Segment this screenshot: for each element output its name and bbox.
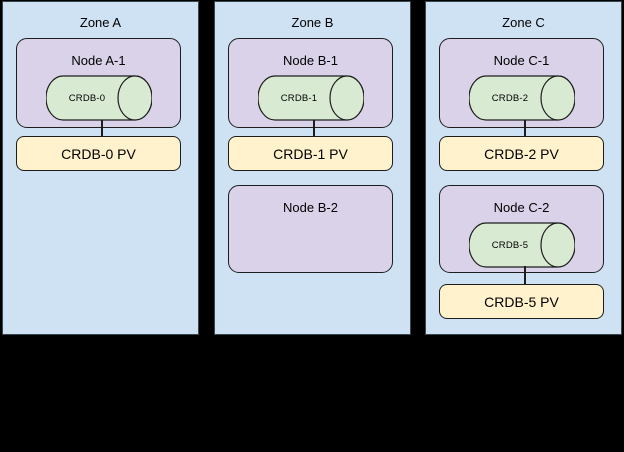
zone-b-container: Zone B Node B-1 CRDB-1 CRDB-1 PV Node B-… xyxy=(214,1,411,335)
node-title: Node A-1 xyxy=(71,53,126,68)
connector-line xyxy=(524,120,526,137)
pv-box: CRDB-2 PV xyxy=(439,136,604,171)
database-cylinder-icon: CRDB-5 xyxy=(469,222,575,268)
pv-label: CRDB-5 PV xyxy=(484,293,559,310)
pv-box: CRDB-5 PV xyxy=(439,284,604,319)
node-b2: Node B-2 xyxy=(228,185,393,273)
connector-line xyxy=(524,266,526,285)
database-cylinder-icon: CRDB-0 xyxy=(46,75,152,121)
database-label: CRDB-1 xyxy=(280,92,318,104)
node-c1: Node C-1 CRDB-2 xyxy=(439,38,604,128)
node-title: Node C-1 xyxy=(493,53,550,68)
pv-label: CRDB-2 PV xyxy=(484,145,559,162)
zone-title: Zone A xyxy=(79,15,122,30)
database-label: CRDB-2 xyxy=(491,92,529,104)
database-label: CRDB-0 xyxy=(68,92,106,104)
node-title: Node B-1 xyxy=(283,53,338,68)
zone-title: Zone B xyxy=(291,15,334,30)
node-c2: Node C-2 CRDB-5 xyxy=(439,185,604,273)
node-title: Node C-2 xyxy=(493,200,550,215)
connector-line xyxy=(313,120,315,137)
pv-label: CRDB-0 PV xyxy=(61,145,136,162)
node-b1: Node B-1 CRDB-1 xyxy=(228,38,393,128)
zone-c-container: Zone C Node C-1 CRDB-2 CRDB-2 PV Node C-… xyxy=(425,1,622,335)
zone-title: Zone C xyxy=(502,15,545,30)
node-title: Node B-2 xyxy=(283,200,338,215)
node-a1: Node A-1 CRDB-0 xyxy=(16,38,181,128)
database-cylinder-icon: CRDB-2 xyxy=(469,75,575,121)
zone-a-container: Zone A Node A-1 CRDB-0 CRDB-0 PV xyxy=(2,1,199,335)
database-cylinder-icon: CRDB-1 xyxy=(258,75,364,121)
pv-box: CRDB-1 PV xyxy=(228,136,393,171)
pv-box: CRDB-0 PV xyxy=(16,136,181,171)
connector-line xyxy=(101,120,103,137)
pv-label: CRDB-1 PV xyxy=(273,145,348,162)
database-label: CRDB-5 xyxy=(491,239,529,251)
